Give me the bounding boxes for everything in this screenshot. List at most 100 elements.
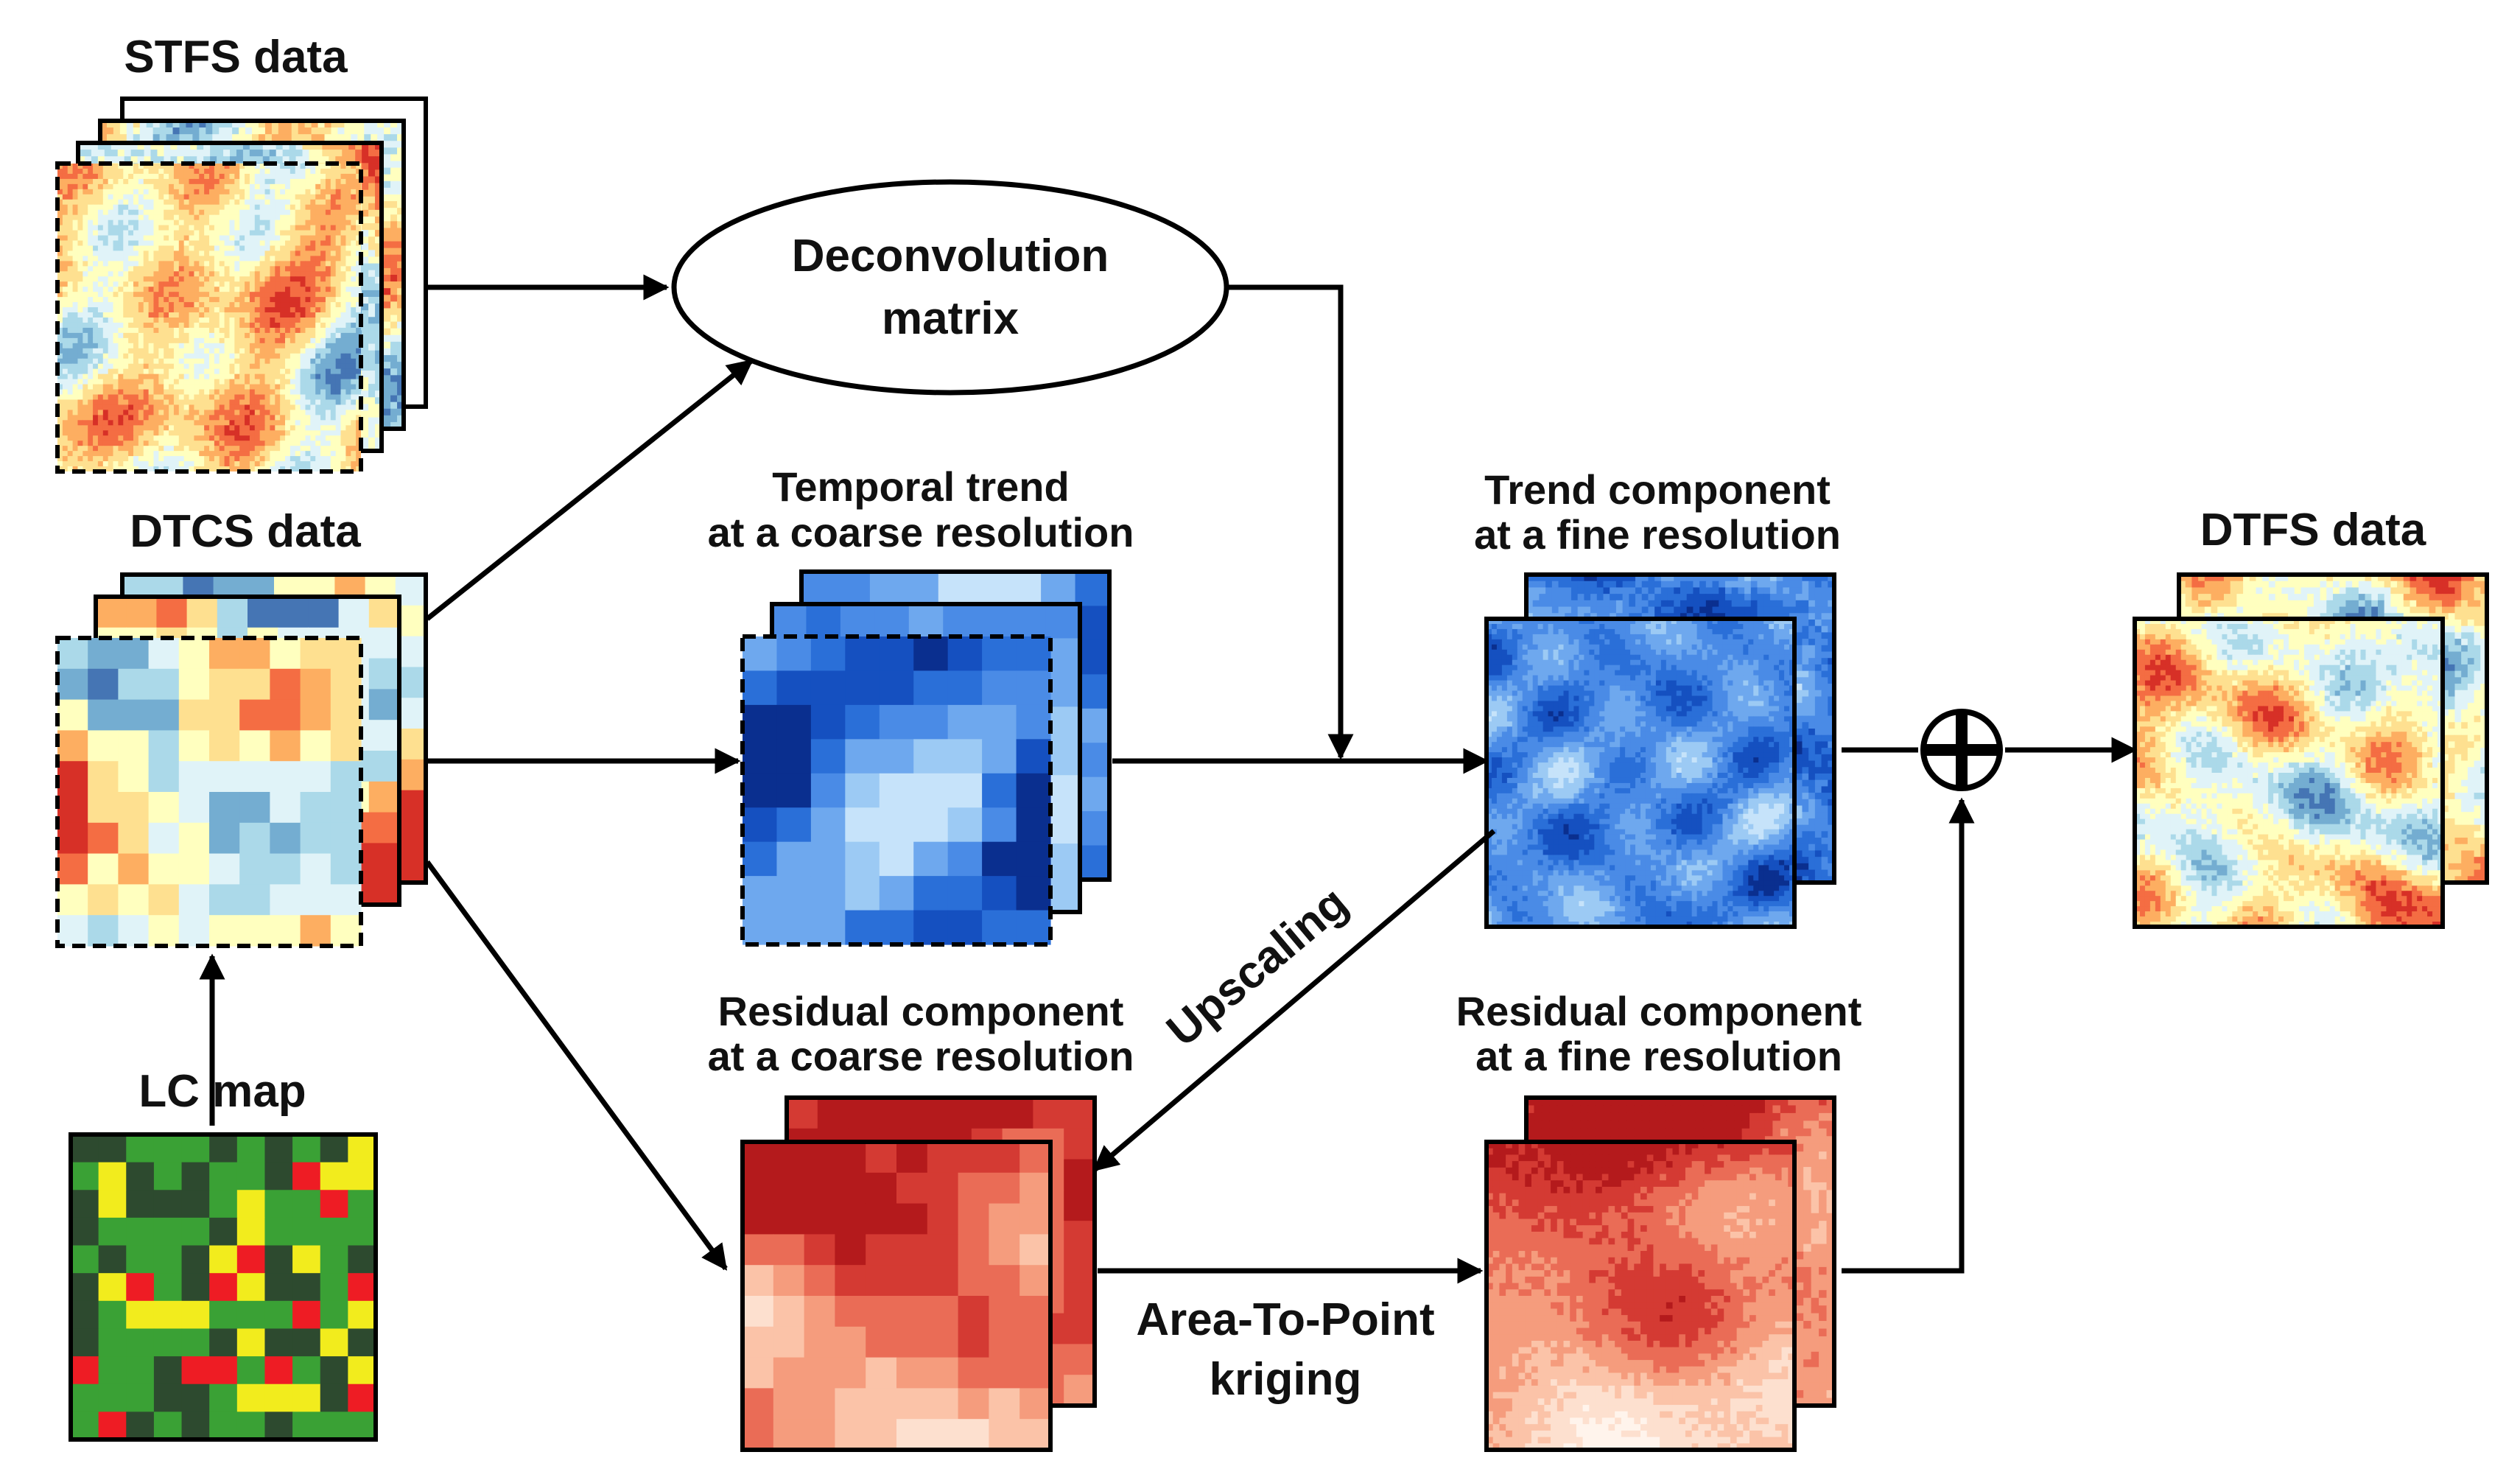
raster-cell bbox=[331, 134, 339, 141]
raster-cell bbox=[206, 127, 213, 135]
raster-cell bbox=[269, 150, 277, 157]
raster-cell bbox=[375, 163, 382, 170]
raster-cell bbox=[330, 220, 337, 226]
raster-cell bbox=[295, 150, 303, 157]
raster-cell bbox=[362, 223, 369, 231]
raster-cell bbox=[340, 199, 346, 206]
raster-cell bbox=[295, 209, 301, 216]
raster-cell bbox=[245, 178, 250, 185]
raster-cell bbox=[173, 209, 180, 216]
raster-cell bbox=[229, 189, 235, 195]
raster-cell bbox=[311, 127, 319, 135]
raster-cell bbox=[289, 199, 296, 206]
raster-cell bbox=[133, 225, 139, 231]
raster-cell bbox=[310, 199, 316, 206]
raster-cell bbox=[390, 328, 398, 336]
raster-cell bbox=[397, 395, 404, 403]
raster-cell bbox=[368, 417, 376, 425]
raster-cell bbox=[280, 204, 286, 211]
raster-cell bbox=[249, 204, 256, 211]
raster-cell bbox=[295, 178, 301, 185]
raster-cell bbox=[384, 221, 391, 228]
raster-cell bbox=[249, 168, 256, 175]
raster-cell bbox=[206, 134, 213, 141]
raster-cell bbox=[97, 220, 104, 226]
raster-cell bbox=[192, 121, 200, 128]
raster-cell bbox=[153, 173, 159, 180]
raster-cell bbox=[256, 156, 264, 164]
raster-cell bbox=[275, 204, 281, 211]
raster-cell bbox=[320, 183, 326, 190]
raster-cell bbox=[262, 156, 270, 164]
raster-cell bbox=[345, 220, 351, 226]
raster-cell bbox=[97, 143, 105, 150]
raster-cell bbox=[214, 199, 220, 206]
raster-cell bbox=[158, 220, 164, 226]
raster-cell bbox=[384, 321, 391, 329]
raster-cell bbox=[249, 173, 256, 180]
raster-cell bbox=[362, 189, 369, 197]
raster-cell bbox=[204, 225, 210, 231]
raster-cell bbox=[108, 204, 114, 211]
raster-cell bbox=[138, 183, 144, 190]
raster-cell bbox=[173, 173, 180, 180]
raster-cell bbox=[199, 168, 205, 175]
raster-cell bbox=[368, 183, 376, 191]
raster-cell bbox=[368, 250, 376, 258]
raster-cell bbox=[204, 204, 210, 211]
raster-cell bbox=[203, 143, 211, 150]
raster-cell bbox=[183, 214, 190, 221]
raster-cell bbox=[78, 150, 85, 157]
raster-cell bbox=[264, 204, 270, 211]
raster-cell bbox=[173, 189, 180, 195]
raster-cell bbox=[289, 150, 297, 157]
raster-cell bbox=[259, 204, 266, 211]
raster-cell bbox=[245, 209, 250, 216]
raster-cell bbox=[97, 199, 104, 206]
raster-cell bbox=[330, 178, 337, 185]
raster-cell bbox=[325, 209, 331, 216]
raster-cell bbox=[397, 321, 404, 329]
raster-cell bbox=[285, 173, 291, 180]
raster-cell bbox=[315, 214, 321, 221]
raster-cell bbox=[368, 330, 376, 338]
raster-cell bbox=[368, 337, 376, 345]
raster-cell bbox=[108, 173, 114, 180]
raster-cell bbox=[375, 176, 382, 184]
raster-cell bbox=[219, 173, 225, 180]
raster-cell bbox=[93, 189, 99, 195]
raster-cell bbox=[97, 168, 104, 175]
raster-cell bbox=[166, 134, 174, 141]
raster-cell bbox=[67, 168, 74, 175]
raster-cell bbox=[384, 208, 391, 215]
raster-cell bbox=[123, 168, 129, 175]
raster-cell bbox=[194, 214, 200, 221]
raster-cell bbox=[344, 121, 351, 128]
raster-cell bbox=[362, 176, 369, 184]
raster-cell bbox=[102, 189, 109, 195]
raster-cell bbox=[242, 143, 250, 150]
raster-cell bbox=[113, 183, 119, 190]
raster-cell bbox=[239, 121, 246, 128]
raster-cell bbox=[234, 168, 240, 175]
raster-cell bbox=[300, 173, 306, 180]
raster-cell bbox=[345, 199, 351, 206]
raster-cell bbox=[100, 127, 108, 135]
raster-cell bbox=[397, 187, 404, 195]
raster-cell bbox=[93, 178, 99, 185]
raster-cell bbox=[375, 216, 382, 224]
raster-cell bbox=[335, 189, 342, 195]
raster-cell bbox=[219, 209, 225, 216]
raster-cell bbox=[169, 204, 175, 211]
raster-cell bbox=[178, 183, 185, 190]
raster-cell bbox=[330, 204, 337, 211]
raster-cell bbox=[209, 199, 215, 206]
raster-cell bbox=[169, 209, 175, 216]
raster-cell bbox=[88, 204, 94, 211]
raster-cell bbox=[113, 194, 119, 200]
raster-cell bbox=[300, 199, 306, 206]
raster-cell bbox=[384, 234, 391, 242]
raster-cell bbox=[384, 161, 391, 169]
raster-cell bbox=[397, 288, 404, 295]
raster-cell bbox=[229, 199, 235, 206]
